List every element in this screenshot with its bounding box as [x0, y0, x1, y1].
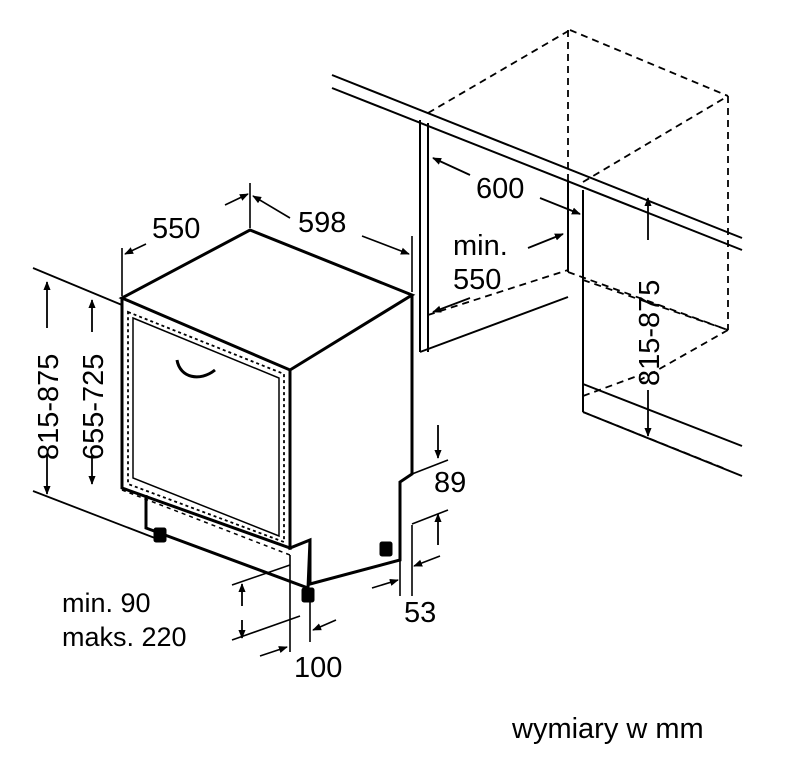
niche-width-arrow-right — [539, 197, 581, 215]
door-panel-inner — [132, 316, 280, 538]
door-panel-outline — [127, 310, 285, 544]
foot-front — [301, 587, 315, 603]
kitchen-niche — [331, 29, 743, 477]
dishwasher-side — [288, 295, 414, 586]
base-dashed — [121, 489, 291, 556]
setback-arrow-b — [413, 555, 441, 567]
setback-arrow-a — [371, 578, 399, 589]
dishwasher-top — [118, 228, 416, 372]
plinth-height-ext-b — [411, 509, 449, 525]
label-appliance-depth: 550 — [152, 213, 200, 245]
units-caption: wymiary w mm — [511, 713, 704, 745]
label-toe-kick-max: maks. 220 — [62, 622, 187, 652]
right-cabinet-floor-top — [582, 383, 743, 447]
width-arrow-a — [252, 195, 291, 219]
dishwasher-base — [144, 495, 312, 591]
label-door-height: 655-725 — [78, 354, 110, 460]
niche-width-arrow-left — [432, 157, 471, 176]
foot-left — [153, 527, 167, 543]
label-appliance-height: 815-875 — [33, 354, 65, 460]
label-niche-width: 600 — [476, 173, 524, 205]
dishwasher-front — [120, 298, 292, 551]
door-handle — [175, 359, 216, 379]
depth-arrow-b — [224, 193, 249, 206]
niche-dashed-outline — [427, 29, 729, 471]
toe-kick-ext-b — [231, 615, 301, 641]
label-niche-depth-min: min. — [453, 230, 508, 262]
foot-offset-arrow-b — [312, 619, 337, 631]
label-niche-depth-value: 550 — [453, 264, 501, 296]
foot-right — [379, 541, 393, 557]
worktop-top-edge — [331, 74, 743, 239]
dishwasher — [32, 183, 449, 657]
label-toe-kick-min: min. 90 — [62, 588, 151, 618]
plinth-height-ext-a — [411, 459, 449, 475]
label-niche-height: 815-875 — [634, 280, 666, 386]
label-appliance-width: 598 — [298, 207, 346, 239]
width-arrow-b — [361, 235, 410, 255]
label-plinth-setback: 53 — [404, 597, 436, 629]
foot-offset-arrow-a — [259, 646, 288, 657]
depth-arrow-a — [124, 243, 147, 255]
worktop-bottom-edge — [331, 87, 743, 251]
toe-kick-ext-a — [231, 564, 291, 586]
left-cabinet-bottom — [419, 296, 569, 353]
label-foot-offset: 100 — [294, 652, 342, 684]
niche-depth-arrow-top — [527, 233, 564, 249]
floor-line-bottom — [32, 490, 161, 541]
floor-line-left — [32, 267, 123, 306]
dimension-labels: 550 598 600 min. 550 815-875 655-725 815… — [33, 173, 704, 745]
label-plinth-height: 89 — [434, 467, 466, 499]
niche-depth-arrow-bottom — [432, 297, 471, 313]
